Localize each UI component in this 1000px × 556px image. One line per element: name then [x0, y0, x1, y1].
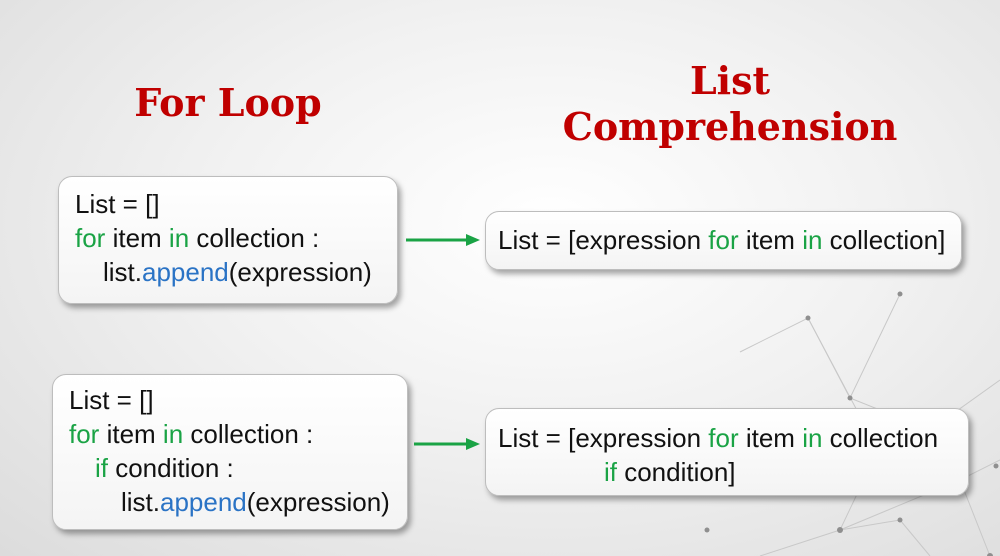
code-line: List = [expression for item in collectio… — [498, 421, 968, 455]
code-text: item — [738, 423, 803, 453]
code-line: List = [] — [75, 187, 397, 221]
keyword-for: for — [69, 419, 100, 449]
code-text: collection] — [822, 225, 946, 255]
arrow-icon — [406, 234, 480, 246]
code-line: if condition : — [69, 451, 407, 485]
for-loop-heading: For Loop — [134, 80, 322, 125]
code-line: list.append(expression) — [69, 485, 407, 519]
keyword-in: in — [162, 419, 184, 449]
keyword-for: for — [708, 225, 739, 255]
code-line: for item in collection : — [69, 417, 407, 451]
code-text: condition : — [108, 453, 234, 483]
code-text: List = [] — [75, 189, 160, 219]
list-comprehension-heading: List Comprehension — [520, 58, 940, 149]
code-text: collection : — [189, 223, 320, 253]
for-loop-code-box-2: List = [] for item in collection : if co… — [52, 374, 408, 530]
list-comprehension-heading-line1: List — [689, 58, 771, 103]
method-append: append — [160, 487, 247, 517]
list-comprehension-code-box-2: List = [expression for item in collectio… — [485, 408, 969, 496]
code-text: condition] — [617, 457, 736, 487]
keyword-for: for — [708, 423, 739, 453]
code-line: if condition] — [498, 455, 968, 489]
code-line: for item in collection : — [75, 221, 397, 255]
code-text: list. — [121, 487, 160, 517]
for-loop-code-box-1: List = [] for item in collection : list.… — [58, 176, 398, 304]
code-text: (expression) — [228, 257, 372, 287]
keyword-if: if — [604, 457, 617, 487]
code-text: item — [738, 225, 803, 255]
code-text: List = [expression — [498, 225, 709, 255]
code-text: List = [] — [69, 385, 154, 415]
arrow-icon — [414, 438, 480, 450]
keyword-in: in — [802, 423, 823, 453]
code-text: (expression) — [246, 487, 390, 517]
keyword-if: if — [95, 453, 108, 483]
code-text: item — [105, 223, 169, 253]
list-comprehension-heading-line2: Comprehension — [562, 103, 898, 149]
code-line: List = [] — [69, 383, 407, 417]
keyword-in: in — [802, 225, 823, 255]
keyword-in: in — [168, 223, 190, 253]
keyword-for: for — [75, 223, 106, 253]
code-line: list.append(expression) — [75, 255, 397, 289]
code-text: item — [99, 419, 163, 449]
list-comprehension-code-box-1: List = [expression for item in collectio… — [485, 211, 962, 270]
code-text: collection — [822, 423, 939, 453]
code-text: collection : — [183, 419, 314, 449]
code-text: list. — [103, 257, 142, 287]
code-line: List = [expression for item in collectio… — [498, 223, 961, 257]
method-append: append — [142, 257, 229, 287]
code-text: List = [expression — [498, 423, 709, 453]
